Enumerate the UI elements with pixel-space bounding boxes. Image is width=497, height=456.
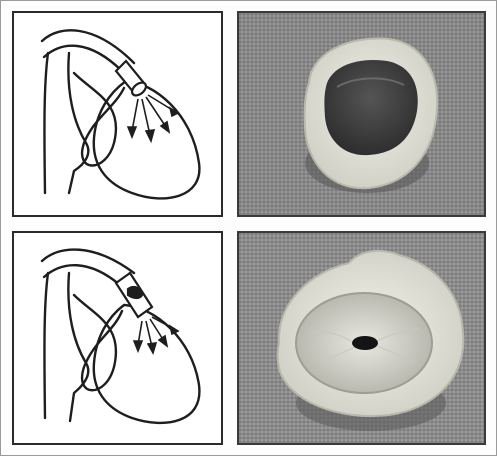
photo-open-valve-panel: [237, 11, 486, 217]
diagram-open-valve-panel: [12, 11, 223, 217]
outflow-arrows: [128, 95, 178, 141]
ventricle-loop: [74, 295, 122, 390]
descending-vessel: [44, 273, 48, 418]
aortic-arch-outer: [42, 30, 134, 63]
photo-narrowed-valve-panel: [237, 231, 486, 445]
heart-open-valve-drawing: [14, 13, 221, 215]
valve-slit-opening: [352, 336, 378, 350]
heart-narrowed-valve-drawing: [14, 233, 221, 443]
ventricle-loop: [74, 73, 124, 166]
inner-vessel: [68, 273, 88, 421]
descending-vessel: [44, 53, 48, 193]
inner-vessel: [68, 53, 88, 193]
open-valve-photograph: [239, 13, 484, 215]
diagram-narrowed-valve-panel: [12, 231, 223, 445]
outflow-arrows: [134, 317, 178, 353]
aortic-arch-inner: [44, 46, 122, 71]
aortic-arch-inner: [44, 265, 120, 285]
narrowed-valve-photograph: [239, 233, 484, 443]
